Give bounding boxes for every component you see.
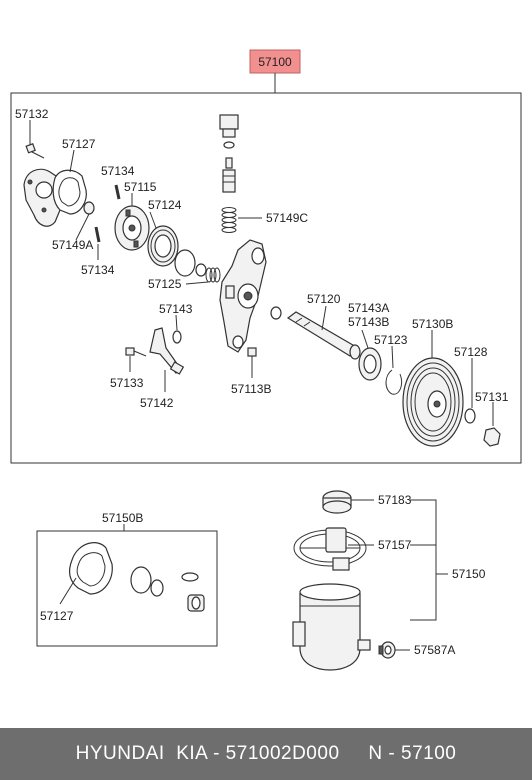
label-57133[interactable]: 57133: [110, 376, 144, 390]
kit-gasket-57127: [68, 542, 113, 595]
bolt-57133: [125, 347, 147, 357]
oring-57143: [172, 330, 182, 344]
valve-spring-57149c: [221, 207, 237, 233]
label-57115[interactable]: 57115: [124, 180, 157, 194]
footer-bar: HYUNDAI KIA - 571002D000 N - 57100: [0, 728, 532, 780]
label-57143b[interactable]: 57143B: [348, 315, 389, 329]
flow-valve-57149c: [222, 157, 236, 193]
reservoir-tank-57150: [292, 583, 371, 671]
label-57125[interactable]: 57125: [148, 277, 182, 291]
label-57120[interactable]: 57120: [307, 292, 341, 306]
oring-57125-small: [195, 263, 207, 277]
cam-ring-57115: [114, 205, 150, 251]
snap-ring-57123: [385, 369, 403, 395]
seal-ring: [270, 306, 282, 320]
kit-seal-flat: [181, 572, 199, 582]
parts-diagram: 57100 57132 57127 57149A 57134 57134 571…: [10, 49, 522, 671]
label-57134-lower[interactable]: 57134: [81, 263, 115, 277]
union-fitting-57149c: [219, 114, 239, 149]
assembly-label[interactable]: 57100: [258, 55, 292, 69]
label-57127[interactable]: 57127: [62, 137, 96, 151]
pin-57134-upper: [114, 184, 121, 200]
label-57157[interactable]: 57157: [378, 538, 412, 552]
label-57150b[interactable]: 57150B: [102, 511, 143, 525]
label-57587a[interactable]: 57587A: [414, 643, 455, 657]
bolt-57132: [25, 143, 45, 159]
gasket-57127: [52, 169, 87, 215]
label-57143a[interactable]: 57143A: [348, 301, 389, 315]
footer-part-number: HYUNDAI KIA - 571002D000 N - 57100: [75, 743, 457, 764]
shaft-57120: [286, 311, 361, 360]
label-57134-upper[interactable]: 57134: [101, 164, 135, 178]
kit-oring-large: [130, 566, 152, 594]
main-assembly-box: [10, 92, 522, 464]
kit-box: [36, 530, 218, 647]
oring-57125-large: [174, 249, 196, 277]
spring-57125: [205, 267, 221, 283]
reservoir-cap-57183: [322, 490, 352, 514]
label-57149a[interactable]: 57149A: [52, 238, 93, 252]
label-57128[interactable]: 57128: [454, 345, 488, 359]
side-plate-57124: [147, 225, 179, 267]
label-57132[interactable]: 57132: [15, 107, 49, 121]
reservoir-bracket-57157: [293, 527, 367, 571]
nut-57113b: [247, 347, 257, 357]
label-57143[interactable]: 57143: [159, 302, 193, 316]
pulley-57130b: [402, 357, 464, 447]
label-57150[interactable]: 57150: [452, 567, 486, 581]
label-57113b[interactable]: 57113B: [231, 382, 271, 396]
label-57124[interactable]: 57124: [148, 198, 182, 212]
label-57131[interactable]: 57131: [475, 390, 509, 404]
label-57183[interactable]: 57183: [378, 493, 412, 507]
washer-57128: [464, 408, 476, 424]
kit-bushing: [187, 594, 205, 612]
bearing-57143a: [358, 347, 382, 381]
label-57123[interactable]: 57123: [374, 333, 408, 347]
label-kit-57127[interactable]: 57127: [40, 609, 74, 623]
label-57130b[interactable]: 57130B: [412, 317, 453, 331]
oring-57149a: [83, 201, 95, 215]
pin-57134-lower: [94, 226, 101, 243]
kit-oring-small: [150, 579, 164, 597]
label-57149c[interactable]: 57149C: [266, 211, 308, 225]
clamp-57587a: [378, 641, 396, 659]
nut-57131: [483, 427, 501, 447]
label-57142[interactable]: 57142: [140, 396, 174, 410]
pump-body: [219, 239, 267, 353]
bracket-57142: [149, 327, 185, 375]
